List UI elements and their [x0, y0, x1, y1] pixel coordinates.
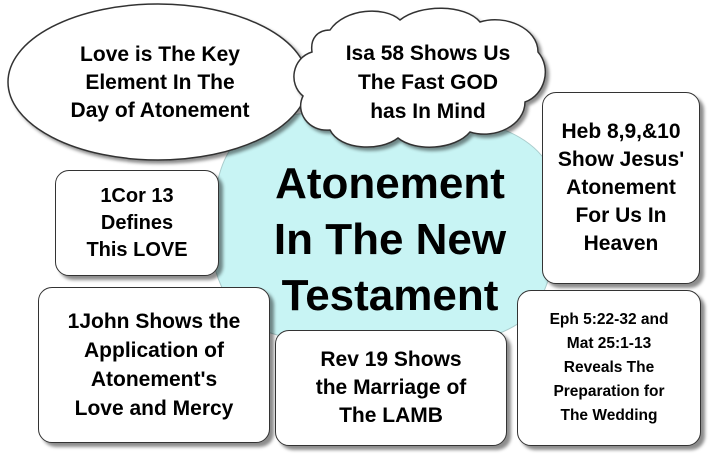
box-rev19: Rev 19 Shows the Marriage of The LAMB: [275, 330, 507, 446]
isa58-text: Isa 58 Shows Us The Fast GOD has In Mind: [345, 41, 511, 123]
love-key-text: Love is The Key Element In The Day of At…: [70, 43, 250, 122]
box-1cor13: 1Cor 13 Defines This LOVE: [55, 170, 219, 276]
isa58-cloud-bubble: [293, 7, 547, 148]
center-title: Atonement In The New Testament: [273, 159, 507, 320]
box-heb: Heb 8,9,&10 Show Jesus' Atonement For Us…: [542, 92, 700, 284]
box-1john: 1John Shows the Application of Atonement…: [38, 287, 270, 443]
box-eph: Eph 5:22-32 and Mat 25:1-13 Reveals The …: [517, 290, 701, 446]
